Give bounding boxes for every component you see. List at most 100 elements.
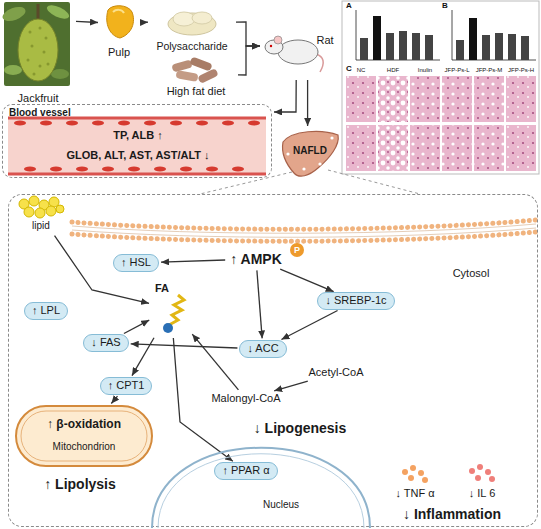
blood-vessel (8, 118, 266, 174)
protein-pill: ↓ FAS (83, 334, 128, 351)
blood-vessel (14, 120, 260, 171)
jackfruit-photo (1, 2, 71, 86)
blood-vessel (180, 166, 192, 171)
node-text: TP, ALB ↑ (113, 129, 163, 142)
node-text: Malongyl-CoA (211, 392, 280, 405)
powder-icon (168, 12, 216, 35)
pathway-arrow (274, 381, 308, 391)
result-panel (469, 18, 477, 60)
jackfruit-photo (18, 19, 58, 81)
pellet-icon (171, 60, 192, 73)
jackfruit-photo (1, 4, 28, 23)
zoom-lead (200, 172, 292, 194)
cytokine-dots (475, 475, 481, 481)
nucleus-outline (152, 448, 370, 528)
result-panel (442, 76, 472, 122)
metabolite-label: Acetyl-CoA (305, 365, 366, 380)
liver-outline (283, 131, 339, 176)
rat-icon (274, 36, 282, 44)
fatty-acid-chain (169, 295, 184, 325)
effect-label: ↑ Lipolysis (44, 477, 116, 491)
blood-vessel (128, 166, 140, 171)
node-text: NAFLD (293, 145, 327, 157)
result-panel (346, 125, 376, 171)
protein-pill: ↑ LPL (24, 302, 68, 319)
blood-vessel (222, 120, 234, 125)
blood-vessel (40, 120, 52, 125)
rat-icon (270, 45, 272, 47)
cytokine-dots (418, 470, 424, 476)
cytokine-dots (485, 469, 491, 475)
group-name: JFP-Ps-H (508, 67, 534, 73)
pathway-arrow (131, 344, 238, 348)
node-text: GLOB, ALT, AST, AST/ALT ↓ (66, 149, 209, 162)
rat-icon (278, 40, 318, 64)
blood-vessel (206, 166, 218, 171)
cell-membrane (72, 224, 536, 233)
jackfruit-photo (4, 65, 22, 75)
fat-dot (302, 167, 305, 170)
pathway-arrow (280, 269, 333, 291)
mitochondrion-outline (16, 406, 152, 466)
blood-vessel (154, 166, 166, 171)
effect-label: ↓ Inflammation (403, 507, 501, 521)
protein-pill: ↓ ACC (239, 340, 286, 357)
lipid-droplets: lipid (15, 198, 67, 234)
panel-letter: C (346, 65, 352, 73)
result-panel (456, 40, 464, 60)
jackfruit-photo (27, 27, 50, 76)
blood-vessel (8, 173, 266, 176)
result-panel (410, 125, 440, 171)
node-text: ↓ SREBP-1c (325, 294, 386, 307)
node-text: ↑ HSL (121, 256, 151, 269)
blood-vessel (66, 120, 78, 125)
cell-membrane (72, 220, 536, 229)
jackfruit-photo (47, 63, 50, 66)
jackfruit-photo (39, 65, 42, 68)
pulp-icon: Pulp (100, 4, 138, 60)
powder-icon (168, 13, 216, 35)
metabolite-label: Malongyl-CoA (208, 391, 283, 406)
cytokine-dots (477, 464, 483, 470)
result-panel (410, 76, 440, 122)
nucleus-shape (151, 443, 371, 528)
vessel-panel: Blood vesselTP, ALB ↑GLOB, ALT, AST, AST… (2, 104, 272, 178)
blood-vessel (92, 120, 104, 125)
mitochondrion-inner (21, 411, 147, 461)
lipid-droplets (19, 196, 64, 218)
rat-icon: Rat (262, 14, 338, 78)
protein-pill: ↑ PPAR α (214, 462, 277, 479)
jackfruit-photo (33, 73, 36, 76)
node-text: Nucleus (263, 499, 299, 511)
node-text: Acetyl-CoA (308, 366, 363, 379)
result-panel (425, 35, 433, 60)
pathway-arrow (111, 396, 117, 403)
blood-vessel (8, 118, 266, 174)
diet-icon: High fat diet (156, 58, 236, 100)
pathway-arrow (140, 22, 148, 24)
blood-vessel (76, 166, 88, 171)
result-panel (506, 76, 536, 122)
cytokine-dots (408, 475, 414, 481)
pellet-icon (189, 56, 212, 71)
lipid-droplets (29, 196, 39, 206)
jackfruit-photo: Jackfruit (2, 2, 74, 104)
jackfruit-photo (37, 4, 40, 21)
cytokine-label: ↓ IL 6 (469, 488, 496, 499)
jackfruit-photo (27, 59, 30, 62)
cytokine-dots (469, 464, 495, 482)
blood-vessel (50, 166, 62, 171)
pathway-arrow (161, 260, 225, 262)
pulp-icon (113, 10, 124, 13)
node-text: Cytosol (453, 267, 490, 280)
lipid-droplets (46, 206, 56, 216)
phospho-tag: P (294, 246, 300, 255)
cytokine-dots (422, 477, 428, 483)
result-panel (378, 125, 408, 171)
result-panel (482, 35, 490, 60)
pellet-icon (197, 68, 219, 84)
jackfruit-photo (43, 51, 46, 54)
group-name: Inulin (418, 67, 432, 73)
pathway-arrow (132, 338, 154, 376)
pathway-arrow (192, 334, 238, 390)
